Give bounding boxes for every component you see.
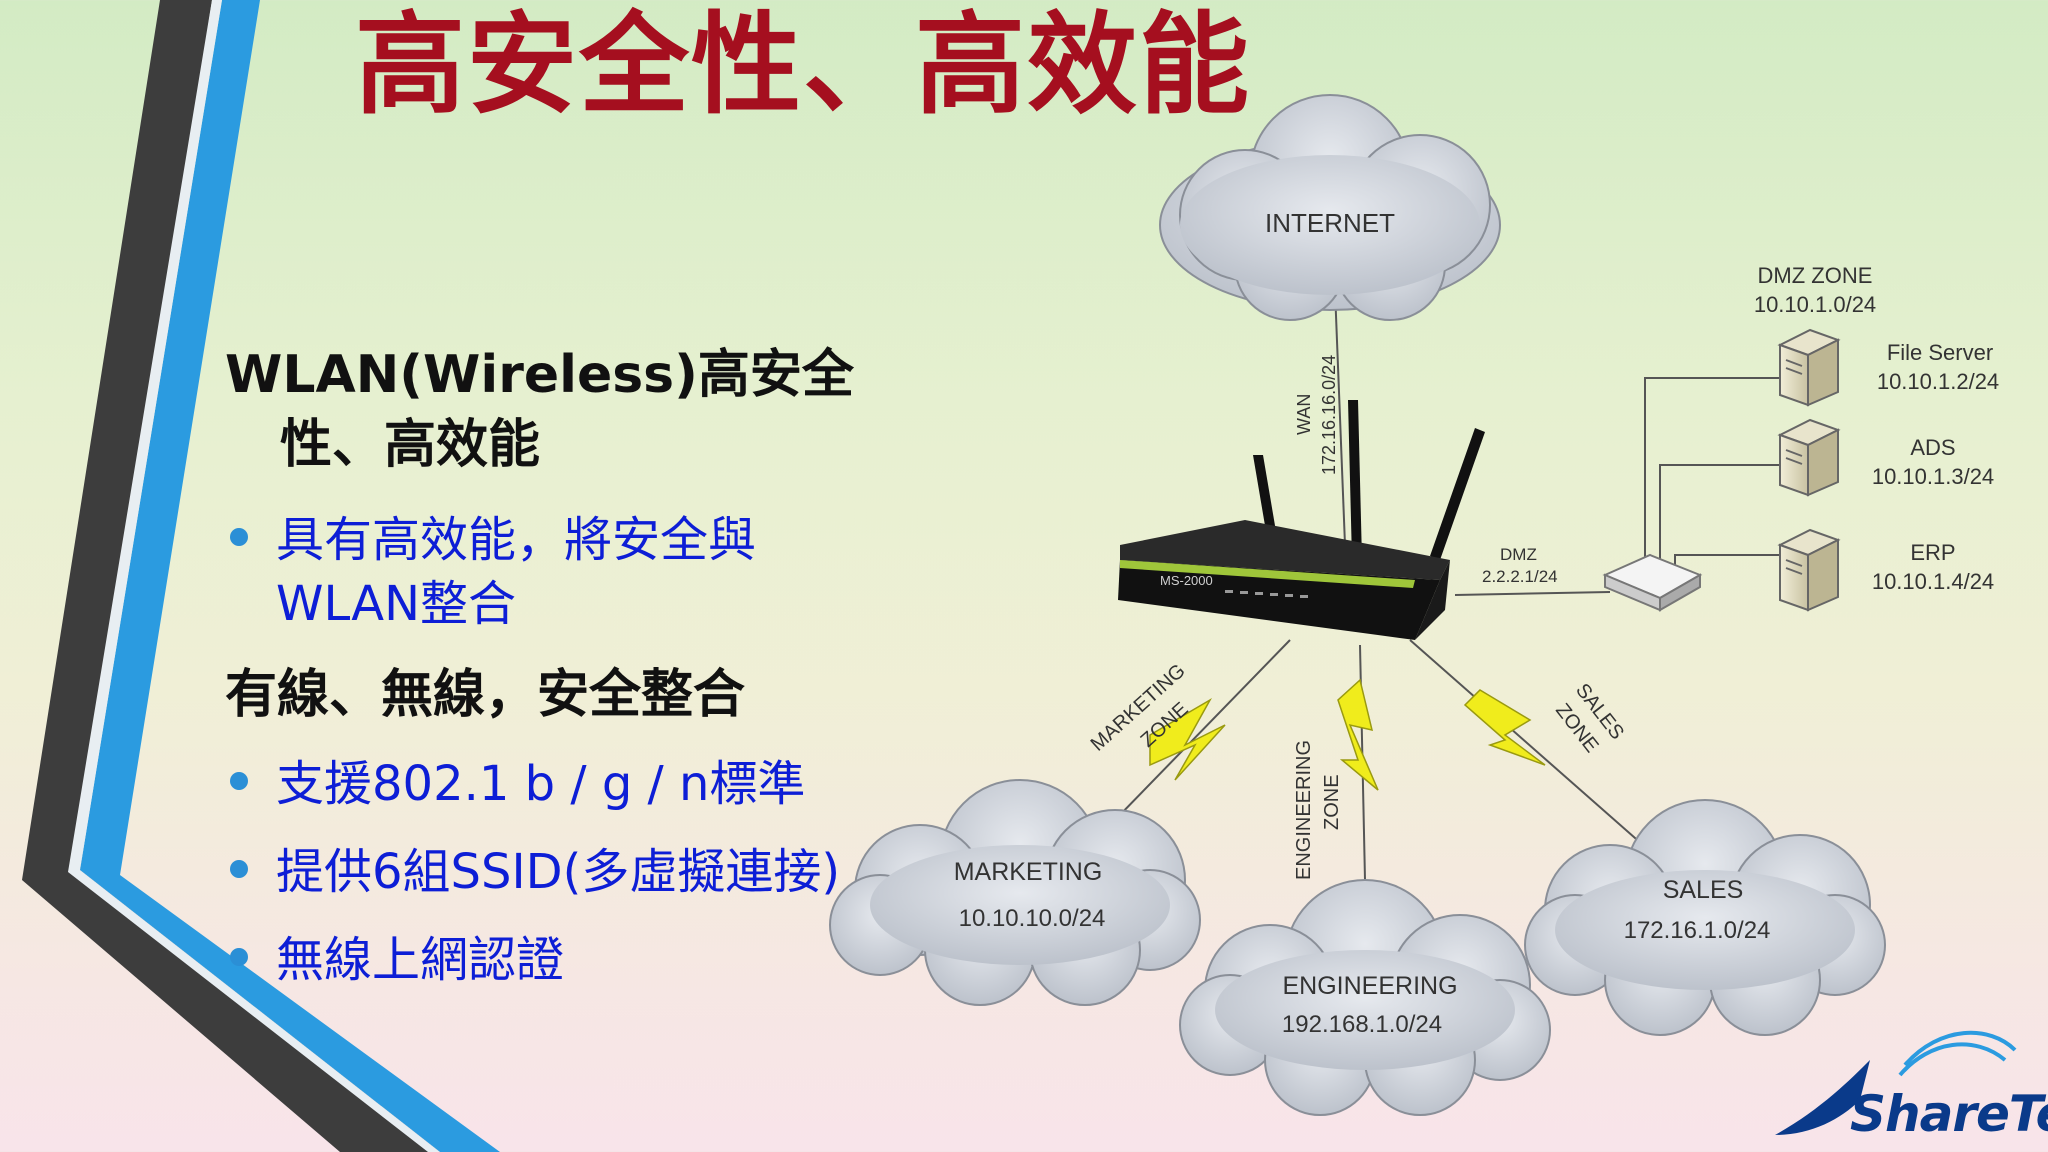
file-server-ip: 10.10.1.2/24 bbox=[1877, 369, 1999, 394]
sharetech-logo-text: ShareTech bbox=[1850, 1085, 2048, 1143]
wan-label: WAN bbox=[1294, 394, 1314, 435]
bullet-performance: 具有高效能，將安全與 WLAN整合 bbox=[230, 508, 870, 636]
marketing-line bbox=[1114, 639, 1291, 821]
slide-title: 高安全性、高效能 bbox=[355, 1, 1251, 129]
sharetech-logo-icon bbox=[1775, 1030, 2017, 1135]
antenna-middle-icon bbox=[1348, 400, 1362, 560]
internet-cloud bbox=[1159, 94, 1501, 321]
dmz-zone-subnet: 10.10.1.0/24 bbox=[1754, 292, 1876, 317]
engineering-zone-link-line2: ZONE bbox=[1321, 774, 1343, 830]
dmz-line bbox=[1454, 591, 1611, 596]
dmz-zone-label: DMZ ZONE bbox=[1758, 263, 1873, 288]
sales-zone-name: SALES bbox=[1663, 876, 1744, 904]
bullet-dot-icon bbox=[230, 948, 248, 966]
wan-line bbox=[1334, 289, 1346, 546]
erp-server-ip: 10.10.1.4/24 bbox=[1872, 569, 1994, 594]
bullet-dot-icon bbox=[230, 860, 248, 878]
ads-server-name: ADS bbox=[1910, 435, 1955, 460]
ads-server-icon bbox=[1777, 418, 1841, 497]
bullet-auth-text: 無線上網認證 bbox=[276, 932, 565, 988]
dmz-link-label: DMZ bbox=[1500, 545, 1537, 564]
file-server-icon bbox=[1777, 328, 1841, 407]
internet-label: INTERNET bbox=[1265, 208, 1395, 238]
file-server-name: File Server bbox=[1887, 340, 1993, 365]
engineering-cloud bbox=[1179, 879, 1551, 1116]
lightning-engineering-icon bbox=[1337, 678, 1379, 791]
sales-line bbox=[1409, 639, 1661, 861]
engineering-zone-subnet: 192.168.1.0/24 bbox=[1282, 1011, 1442, 1038]
dmz-server3-line bbox=[1674, 554, 1780, 570]
lightning-sales-icon bbox=[1463, 689, 1546, 766]
bullet-standard: 支援802.1 b / g / n標準 bbox=[230, 752, 805, 816]
heading-integration: 有線、無線，安全整合 bbox=[225, 665, 746, 725]
wan-subnet-label: 172.16.16.0/24 bbox=[1319, 355, 1339, 475]
switch-device bbox=[1602, 553, 1703, 612]
erp-server-name: ERP bbox=[1910, 540, 1955, 565]
engineering-zone-name: ENGINEERING bbox=[1282, 972, 1457, 1000]
antenna-right-icon bbox=[1430, 428, 1485, 560]
heading-wlan-line2: 性、高效能 bbox=[280, 415, 541, 475]
ads-server-ip: 10.10.1.3/24 bbox=[1872, 464, 1994, 489]
engineering-zone-link-line1: ENGINEERING bbox=[1293, 740, 1315, 880]
bullet-performance-line1: 具有高效能，將安全與 bbox=[276, 512, 757, 568]
router-device: MS-2000 bbox=[1118, 520, 1450, 640]
bullet-dot-icon bbox=[230, 772, 248, 790]
sales-cloud bbox=[1524, 799, 1886, 1036]
bullet-standard-text: 支援802.1 b / g / n標準 bbox=[276, 756, 806, 812]
heading-wlan-line1: WLAN(Wireless)高安全 bbox=[225, 345, 854, 405]
marketing-cloud bbox=[829, 779, 1201, 1006]
marketing-zone-name: MARKETING bbox=[954, 858, 1103, 886]
dmz-server2-line bbox=[1659, 464, 1780, 570]
bullet-dot-icon bbox=[230, 528, 248, 546]
bullet-ssid-text: 提供6組SSID(多虛擬連接) bbox=[276, 844, 841, 900]
bullet-auth: 無線上網認證 bbox=[230, 928, 564, 992]
marketing-zone-subnet: 10.10.10.0/24 bbox=[959, 905, 1106, 932]
dmz-link-ip: 2.2.2.1/24 bbox=[1482, 567, 1558, 586]
router-model-label: MS-2000 bbox=[1160, 573, 1213, 588]
dark-stripe bbox=[22, 0, 440, 1152]
heading-wlan: WLAN(Wireless)高安全 性、高效能 bbox=[225, 340, 865, 480]
bullet-performance-line2: WLAN整合 bbox=[276, 576, 517, 632]
dmz-server1-line bbox=[1644, 377, 1780, 570]
lightning-marketing-icon bbox=[1149, 697, 1226, 781]
erp-server-icon bbox=[1777, 528, 1841, 612]
blue-stripe bbox=[80, 0, 500, 1152]
bullet-ssid: 提供6組SSID(多虛擬連接) bbox=[230, 840, 840, 904]
sales-zone-subnet: 172.16.1.0/24 bbox=[1624, 917, 1771, 944]
